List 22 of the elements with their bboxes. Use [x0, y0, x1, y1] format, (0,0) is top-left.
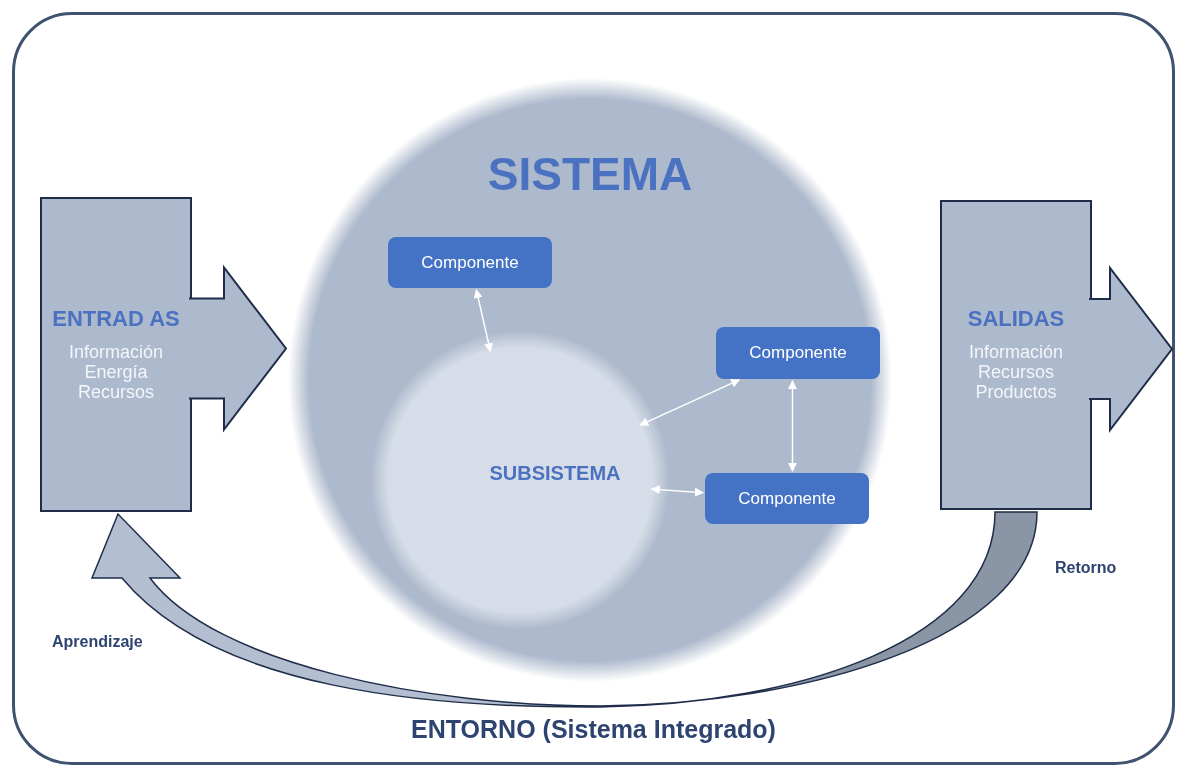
subsystem-title: SUBSISTEMA: [489, 461, 621, 486]
block-arrow: [188, 264, 288, 433]
block-arrow: [1088, 265, 1174, 433]
component-box: Componente: [705, 473, 869, 524]
flow-label: Retorno: [1055, 558, 1117, 578]
double-arrow: [788, 380, 797, 472]
block-heading: SALIDAS: [967, 308, 1065, 330]
block-heading: ENTRAD AS: [52, 307, 180, 330]
double-arrow: [473, 289, 493, 353]
block-items: Información Recursos Productos: [967, 342, 1064, 402]
io-block: [40, 197, 192, 512]
system-title: SISTEMA: [487, 147, 693, 202]
environment-title: ENTORNO (Sistema Integrado): [411, 713, 776, 745]
component-box: Componente: [716, 327, 880, 379]
environment-frame: [12, 12, 1175, 765]
component-box: Componente: [388, 237, 552, 288]
io-block: [940, 200, 1092, 510]
block-items: Información Energía Recursos: [67, 341, 164, 402]
flow-label: Aprendizaje: [52, 632, 143, 652]
double-arrow: [650, 485, 704, 497]
feedback-arrow: [91, 511, 1038, 708]
double-arrow: [639, 379, 741, 426]
